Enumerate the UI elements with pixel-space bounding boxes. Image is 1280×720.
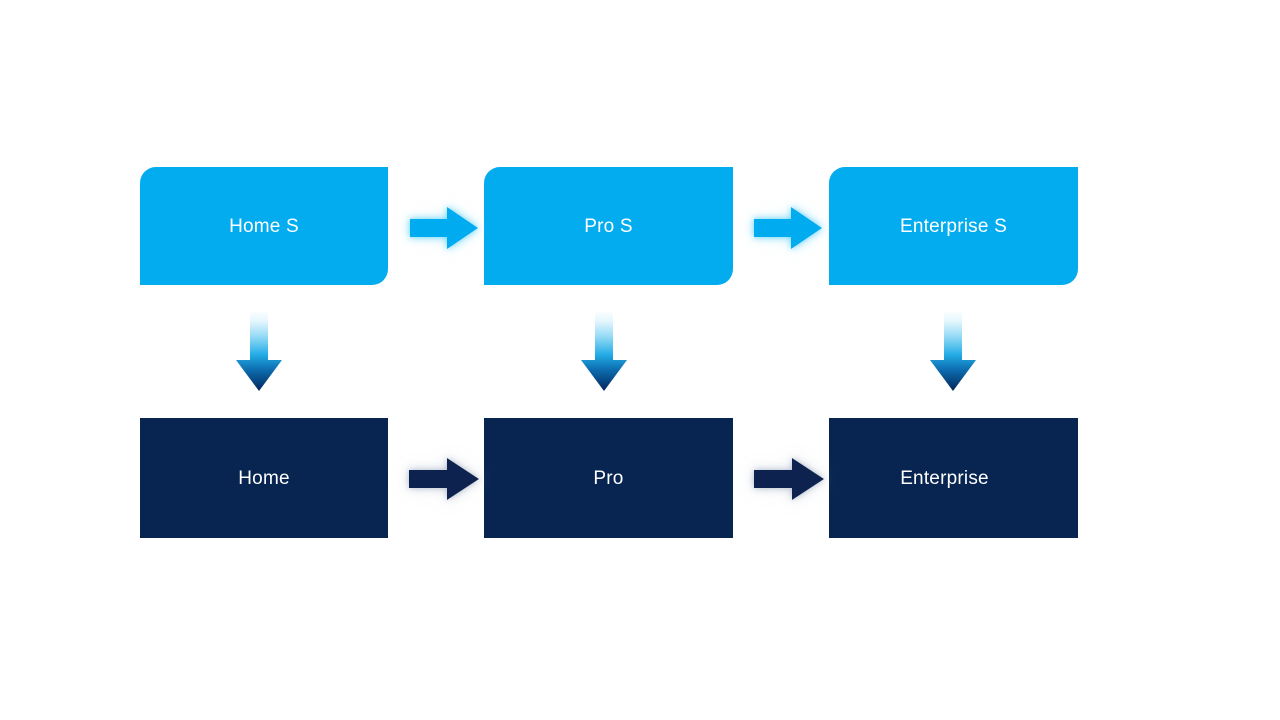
node-enterprise-s-label: Enterprise S xyxy=(900,215,1007,237)
node-enterprise-label: Enterprise xyxy=(900,467,989,489)
node-home-s-label: Home S xyxy=(229,215,299,237)
arrow-right-icon xyxy=(409,458,479,500)
arrow-right-icon xyxy=(410,207,478,249)
node-enterprise-s[interactable]: Enterprise S xyxy=(829,167,1078,285)
arrow-down-icon xyxy=(581,310,627,391)
connector-enterprise-s-to-enterprise[interactable] xyxy=(922,308,984,394)
node-pro-label: Pro xyxy=(593,467,624,489)
arrow-down-icon xyxy=(236,310,282,391)
node-pro-s-label: Pro S xyxy=(584,215,633,237)
connector-home-s-to-pro-s[interactable] xyxy=(404,202,484,254)
node-home-s[interactable]: Home S xyxy=(140,167,388,285)
connector-home-s-to-home[interactable] xyxy=(228,308,290,394)
connector-pro-to-enterprise[interactable] xyxy=(747,452,829,506)
arrow-down-icon xyxy=(930,310,976,391)
arrow-right-icon xyxy=(754,207,822,249)
node-home[interactable]: Home xyxy=(140,418,388,538)
node-pro-s[interactable]: Pro S xyxy=(484,167,733,285)
node-pro[interactable]: Pro xyxy=(484,418,733,538)
arrow-right-icon xyxy=(754,458,824,500)
connector-pro-s-to-pro[interactable] xyxy=(573,308,635,394)
connector-home-to-pro[interactable] xyxy=(402,452,484,506)
connector-pro-s-to-enterprise-s[interactable] xyxy=(748,202,828,254)
node-enterprise[interactable]: Enterprise xyxy=(829,418,1078,538)
node-home-label: Home xyxy=(238,467,290,489)
